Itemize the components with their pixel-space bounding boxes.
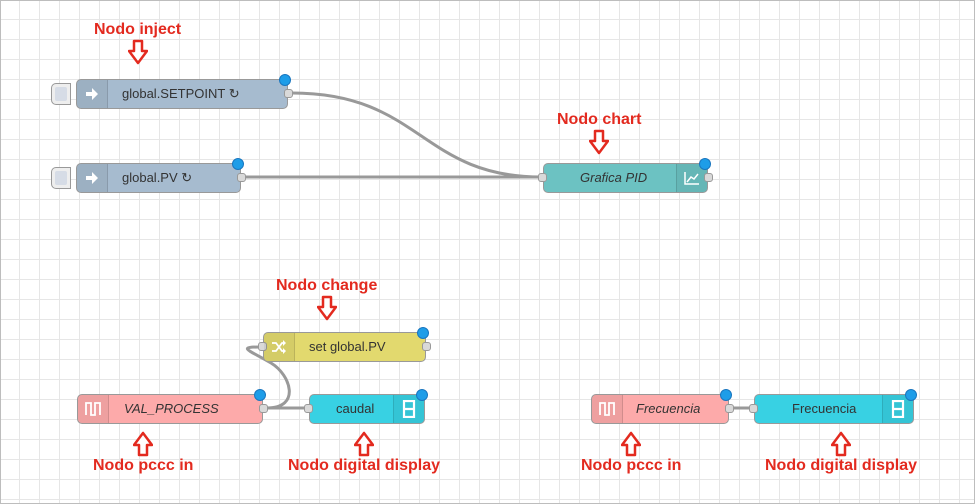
- input-port[interactable]: [538, 173, 547, 182]
- annotation-label: Nodo change: [276, 277, 378, 294]
- status-indicator: [279, 74, 291, 86]
- annotation-label: Nodo pccc in: [581, 457, 682, 474]
- wire-setpoint-to-chart[interactable]: [291, 91, 542, 179]
- inject-node-setpoint[interactable]: global.SETPOINT ↻: [51, 74, 293, 109]
- status-indicator: [905, 389, 917, 401]
- node-label: VAL_PROCESS: [124, 401, 219, 416]
- up-arrow-icon: [831, 431, 851, 457]
- annotation-pccc-in-2: Nodo pccc in: [581, 431, 681, 475]
- pulse-icon: [592, 395, 623, 423]
- node-label: global.PV ↻: [122, 170, 193, 185]
- digital-display-node-caudal[interactable]: caudal: [304, 389, 428, 424]
- annotation-label: Nodo digital display: [765, 457, 918, 474]
- inject-trigger-button[interactable]: [51, 83, 71, 105]
- annotation-change: Nodo change: [276, 277, 377, 321]
- node-label: Grafica PID: [580, 170, 648, 185]
- annotation-label: Nodo chart: [557, 111, 642, 128]
- node-label: caudal: [336, 401, 375, 416]
- inject-node-pv[interactable]: global.PV ↻: [51, 158, 246, 193]
- pccc-in-node-frecuencia[interactable]: Frecuencia: [591, 389, 734, 424]
- status-indicator: [254, 389, 266, 401]
- input-port[interactable]: [258, 342, 267, 351]
- annotation-chart: Nodo chart: [557, 111, 641, 155]
- output-port[interactable]: [422, 342, 431, 351]
- shuffle-icon: [264, 333, 295, 361]
- output-port[interactable]: [284, 89, 293, 98]
- down-arrow-icon: [589, 129, 610, 155]
- output-port[interactable]: [725, 404, 734, 413]
- status-indicator: [699, 158, 711, 170]
- annotation-digital-display-1: Nodo digital display: [288, 431, 440, 475]
- digital-display-node-frecuencia[interactable]: Frecuencia: [749, 389, 917, 424]
- output-port[interactable]: [704, 173, 713, 182]
- pccc-in-node-val-process[interactable]: VAL_PROCESS: [77, 389, 268, 424]
- status-indicator: [417, 327, 429, 339]
- status-indicator: [232, 158, 244, 170]
- output-port[interactable]: [237, 173, 246, 182]
- arrow-in-icon: [77, 164, 108, 192]
- annotation-inject: Nodo inject: [94, 21, 181, 65]
- status-indicator: [720, 389, 732, 401]
- up-arrow-icon: [354, 431, 374, 457]
- annotation-label: Nodo inject: [94, 21, 182, 38]
- input-port[interactable]: [304, 404, 313, 413]
- up-arrow-icon: [133, 431, 154, 457]
- up-arrow-icon: [621, 431, 642, 457]
- annotation-pccc-in-1: Nodo pccc in: [93, 431, 193, 475]
- down-arrow-icon: [316, 295, 337, 321]
- node-label: set global.PV: [309, 339, 386, 354]
- input-port[interactable]: [749, 404, 758, 413]
- digit-eight-icon: [882, 395, 913, 423]
- chart-node-grafica-pid[interactable]: Grafica PID: [538, 158, 713, 193]
- status-indicator: [416, 389, 428, 401]
- inject-trigger-button[interactable]: [51, 167, 71, 189]
- wire-valprocess-to-change[interactable]: [245, 345, 291, 410]
- node-label: Frecuencia: [792, 401, 857, 416]
- pulse-icon: [78, 395, 109, 423]
- arrow-in-icon: [77, 80, 108, 108]
- annotation-label: Nodo pccc in: [93, 457, 194, 474]
- annotation-digital-display-2: Nodo digital display: [765, 431, 917, 475]
- change-node-set-global-pv[interactable]: set global.PV: [258, 327, 431, 362]
- down-arrow-icon: [127, 39, 148, 65]
- node-label: global.SETPOINT ↻: [122, 86, 240, 101]
- annotation-label: Nodo digital display: [288, 457, 441, 474]
- output-port[interactable]: [259, 404, 268, 413]
- node-label: Frecuencia: [636, 401, 701, 416]
